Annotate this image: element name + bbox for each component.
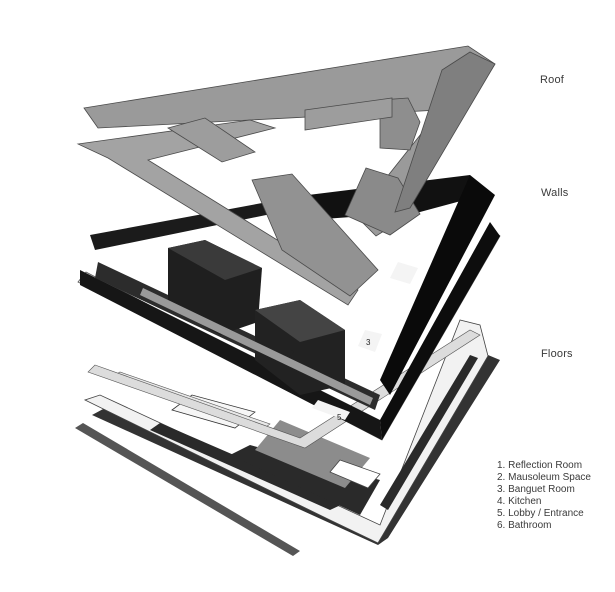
- room-legend: 1. Reflection Room 2. Mausoleum Space 3.…: [497, 460, 591, 532]
- roof-panel-left: [167, 117, 256, 163]
- layer-label-roof: Roof: [540, 74, 565, 86]
- layer-label-walls: Walls: [541, 187, 569, 199]
- floor-strip-1: [150, 423, 345, 510]
- walls-layer: 2 3 5: [77, 175, 501, 441]
- legend-item-kitchen: 4. Kitchen: [497, 496, 542, 507]
- floor-strip-3: [380, 355, 478, 510]
- legend-item-reflection-room: 1. Reflection Room: [497, 460, 583, 471]
- roof-edge-right: [394, 51, 496, 213]
- floor-entrance-pad: [329, 459, 381, 489]
- room-window-right-2: [358, 330, 382, 352]
- layer-label-floors: Floors: [541, 348, 573, 360]
- room-marker-5: 5: [337, 413, 342, 422]
- floor-slab-dark: [92, 355, 500, 545]
- roof-diagonal-strip: [251, 173, 379, 297]
- legend-item-bathroom: 6. Bathroom: [497, 520, 552, 531]
- roof-panel-top: [304, 97, 393, 131]
- room-marker-2: 2: [290, 349, 295, 358]
- wall-front-long: [80, 270, 382, 440]
- room-window-right-1: [390, 262, 418, 284]
- legend-item-mausoleum-space: 2. Mausoleum Space: [497, 472, 591, 483]
- floors-layer: [75, 319, 500, 556]
- floor-top-edge: [87, 329, 481, 449]
- roof-inner-band: [76, 119, 359, 306]
- floor-strip-2: [230, 445, 380, 515]
- room-marker-3: 3: [366, 338, 371, 347]
- floor-slab-base: [75, 423, 300, 556]
- roof-layer: [76, 45, 496, 306]
- reflection-block-top: [255, 300, 345, 342]
- legend-item-lobby-entrance: 5. Lobby / Entrance: [497, 508, 584, 519]
- wall-right-outer: [380, 175, 495, 395]
- legend-item-banguet-room: 3. Banguet Room: [497, 484, 575, 495]
- front-cells: [140, 288, 373, 405]
- room-window-front: [312, 400, 350, 420]
- wall-back-left: [90, 196, 310, 250]
- wall-right-long: [380, 222, 500, 440]
- mausoleum-block-top: [168, 240, 262, 280]
